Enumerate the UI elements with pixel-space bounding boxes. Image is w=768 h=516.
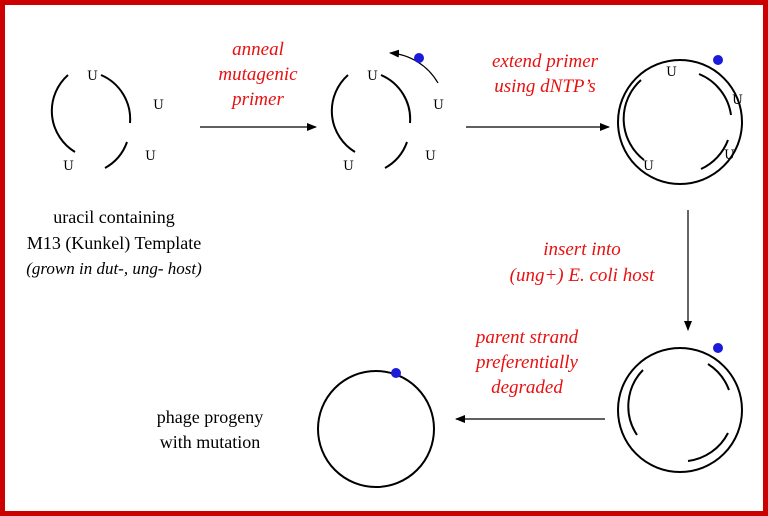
mutagenic-primer: [389, 49, 439, 84]
svg-text:insert into: insert into: [543, 239, 621, 260]
mutation-dot: [414, 53, 424, 63]
anneal-step-label: anneal mutagenic primer: [218, 39, 298, 110]
svg-text:preferentially: preferentially: [474, 352, 579, 373]
uracil-label: U: [87, 69, 98, 84]
degrading-circle: [617, 343, 743, 473]
mutation-dot: [713, 55, 723, 65]
svg-text:extend primer: extend primer: [492, 51, 599, 72]
uracil-label: U: [145, 149, 156, 164]
mutation-dot: [391, 368, 401, 378]
annealed-circle: U U U U: [330, 49, 444, 174]
svg-text:M13 (Kunkel) Template: M13 (Kunkel) Template: [27, 233, 201, 254]
svg-text:parent strand: parent strand: [474, 327, 579, 348]
uracil-label: U: [724, 148, 735, 163]
uracil-label: U: [666, 65, 677, 80]
svg-text:with mutation: with mutation: [160, 432, 261, 452]
svg-text:degraded: degraded: [491, 377, 563, 398]
extend-step-label: extend primer using dNTP’s: [492, 51, 599, 97]
uracil-label: U: [367, 69, 378, 84]
svg-text:phage progeny: phage progeny: [157, 407, 263, 427]
insert-step-label: insert into (ung+) E. coli host: [510, 239, 655, 286]
uracil-label: U: [343, 159, 354, 174]
uracil-label: U: [643, 159, 654, 174]
svg-text:anneal: anneal: [232, 39, 284, 60]
progeny-caption: phage progeny with mutation: [157, 407, 263, 452]
mutation-dot: [713, 343, 723, 353]
progeny-circle: [317, 368, 435, 488]
svg-text:using dNTP’s: using dNTP’s: [494, 76, 596, 97]
uracil-label: U: [153, 98, 164, 113]
uracil-label: U: [732, 93, 743, 108]
svg-text:(grown in dut-, ung- host): (grown in dut-, ung- host): [26, 259, 202, 278]
svg-text:primer: primer: [230, 89, 284, 110]
svg-text:uracil containing: uracil containing: [53, 207, 174, 227]
kunkel-mutagenesis-diagram: U U U U anneal mutagenic primer U U U U …: [26, 39, 743, 488]
heteroduplex-circle: U U U U U: [617, 55, 743, 185]
svg-text:mutagenic: mutagenic: [218, 64, 298, 85]
degrade-step-label: parent strand preferentially degraded: [474, 327, 579, 398]
template-circle: U U U U: [50, 69, 164, 174]
uracil-label: U: [433, 98, 444, 113]
uracil-label: U: [425, 149, 436, 164]
template-caption: uracil containing M13 (Kunkel) Template …: [26, 207, 202, 278]
svg-text:(ung+) E. coli host: (ung+) E. coli host: [510, 265, 655, 286]
uracil-label: U: [63, 159, 74, 174]
